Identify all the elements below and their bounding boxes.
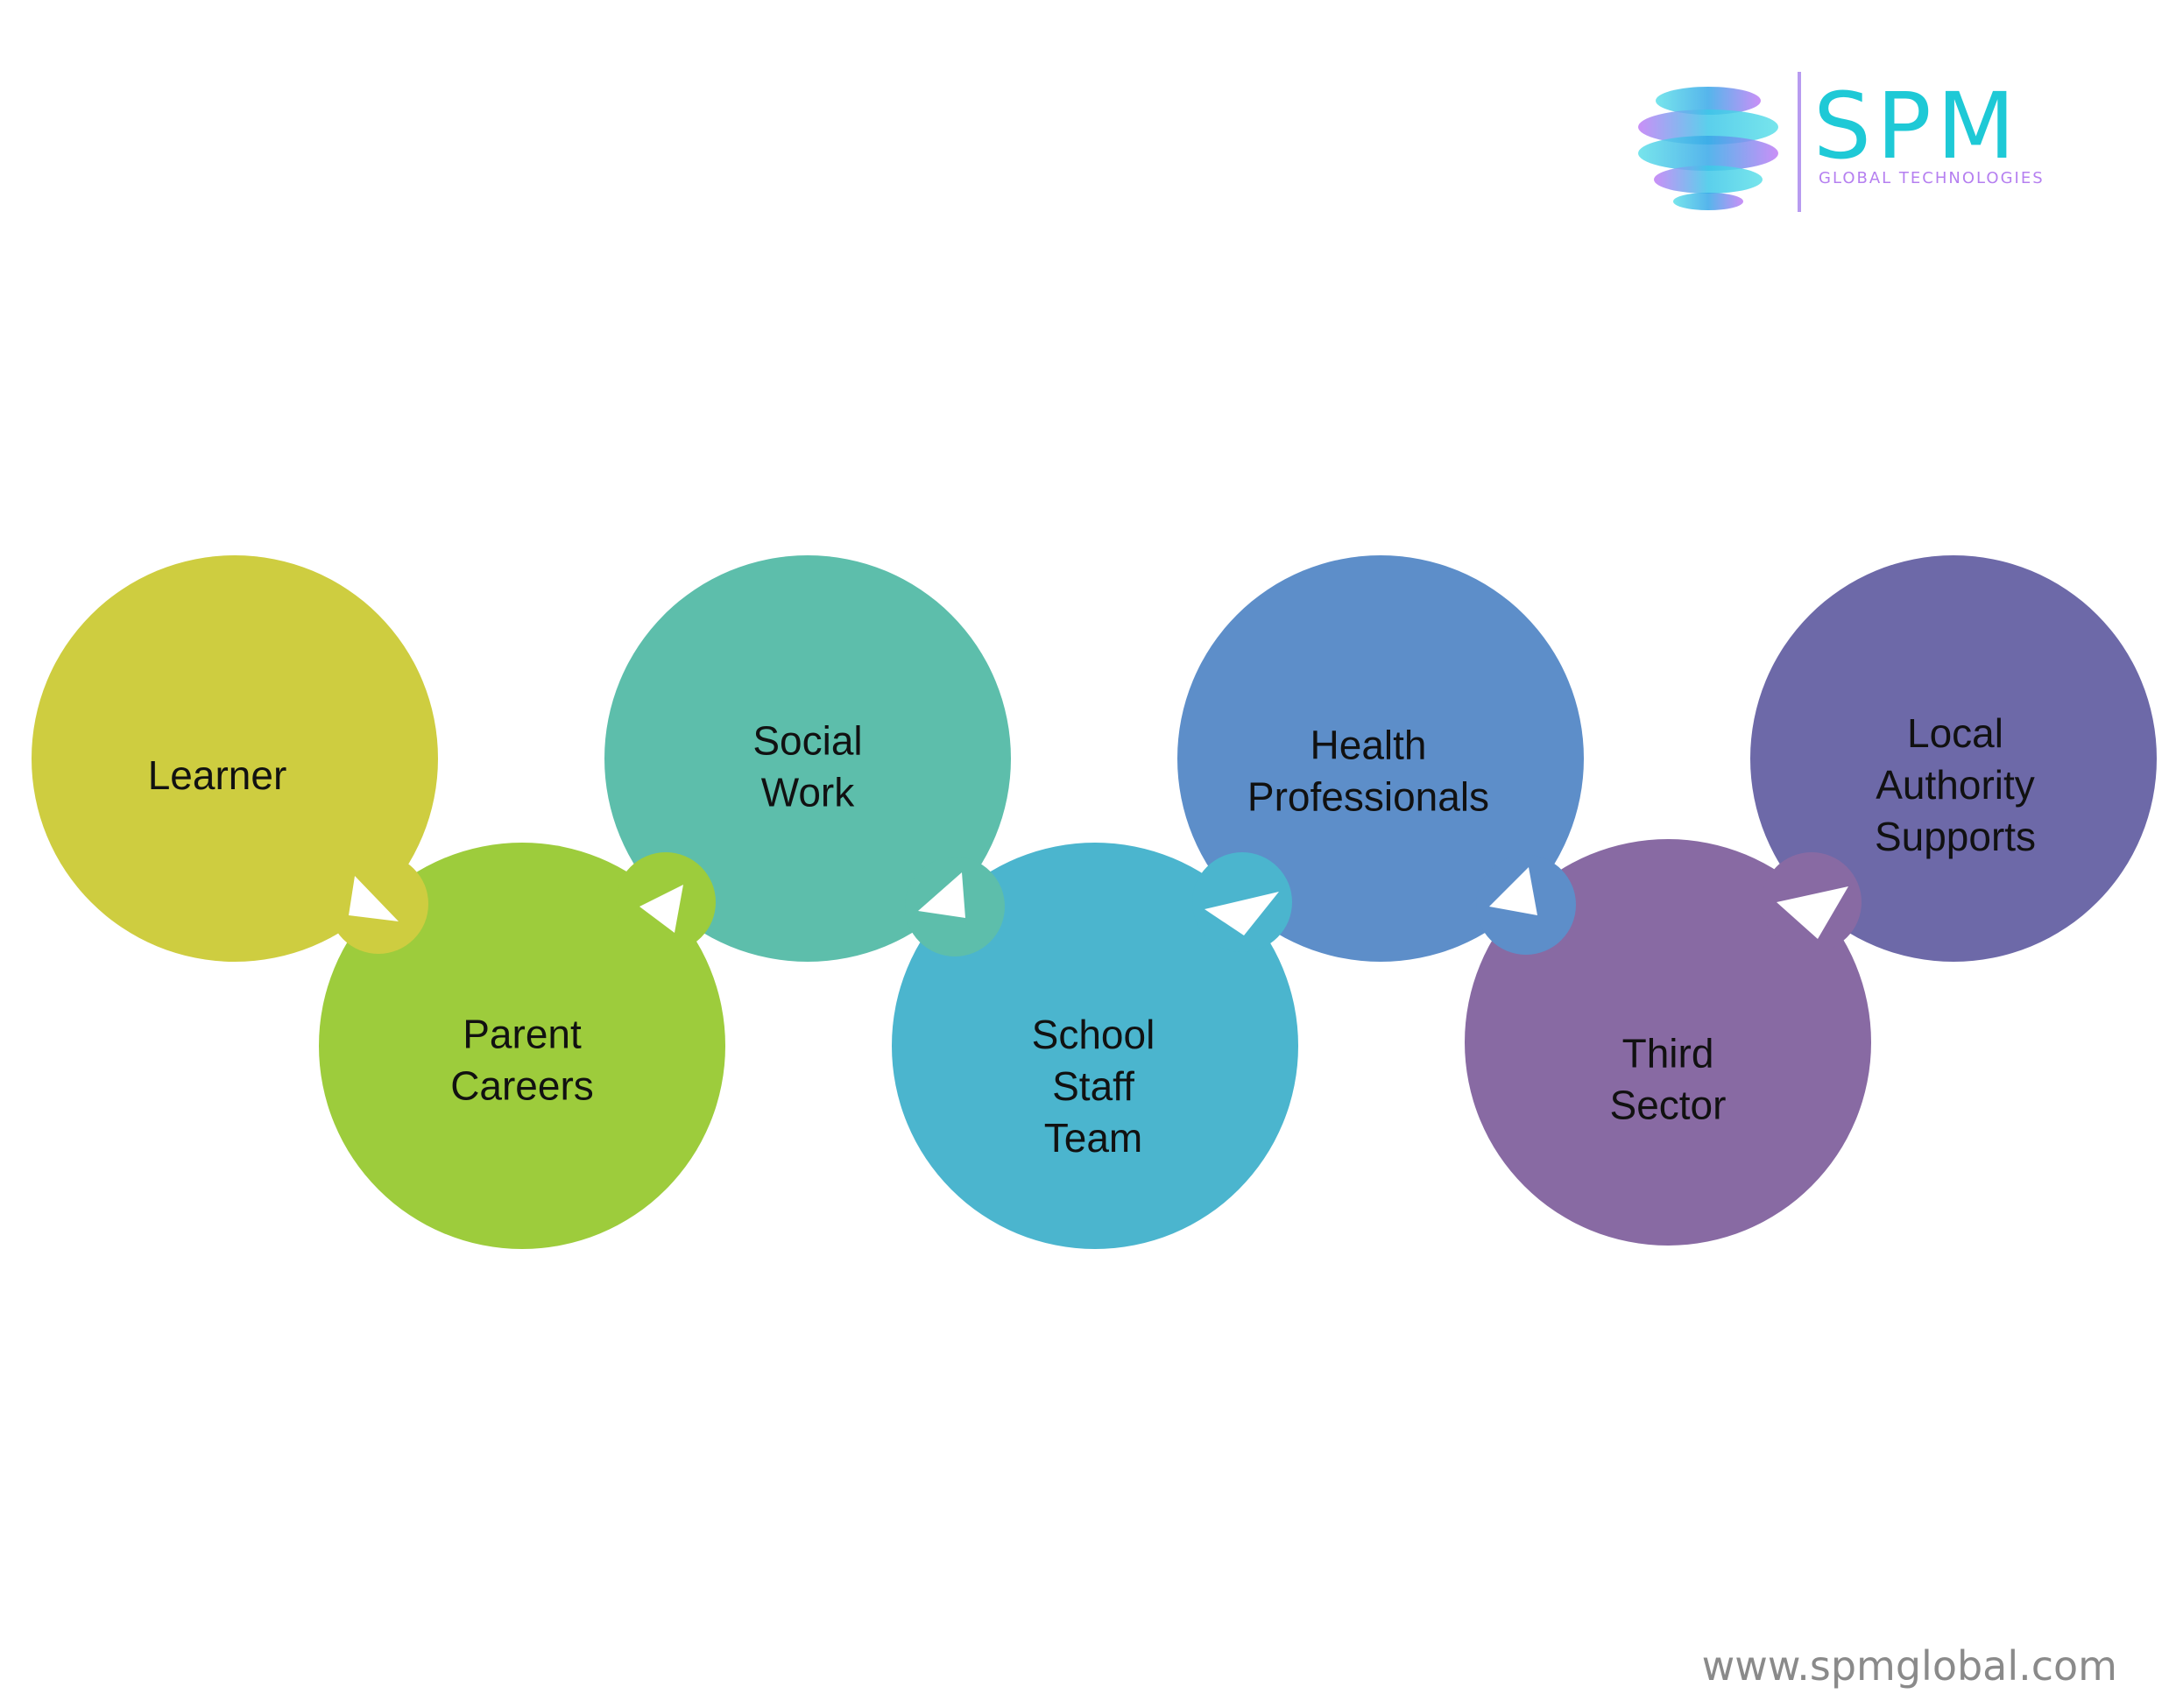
step-circle-7 — [1750, 555, 2157, 962]
connector-2 — [616, 852, 716, 952]
step-circle-2 — [319, 843, 725, 1249]
step-label-line: Professionals — [1247, 774, 1489, 820]
connector-1 — [329, 854, 428, 954]
step-label-line: Authority — [1876, 762, 2035, 808]
arrow-icon — [349, 876, 399, 921]
step-label-line: School — [1032, 1012, 1155, 1057]
footer-url[interactable]: www.spmglobal.com — [1701, 1642, 2117, 1690]
step-circle-1 — [32, 555, 438, 962]
step-label-line: Staff — [1052, 1063, 1134, 1109]
step-label-line: Careers — [450, 1063, 594, 1109]
arrow-icon — [1205, 892, 1279, 935]
arrow-icon — [918, 872, 965, 918]
step-circle-4 — [892, 843, 1298, 1249]
step-label-line: Team — [1044, 1115, 1142, 1161]
spm-logo: SPM GLOBAL TECHNOLOGIES — [1629, 66, 2085, 223]
arrow-icon — [1489, 867, 1537, 915]
step-label-line: Local — [1907, 710, 2003, 756]
connector-4 — [1192, 852, 1292, 952]
globe-logo-icon — [1638, 87, 1778, 210]
step-circle-3 — [604, 555, 1011, 962]
step-label-line: Supports — [1875, 814, 2036, 859]
step-label-line: Third — [1622, 1031, 1714, 1076]
step-label-line: Sector — [1610, 1083, 1727, 1128]
arrow-icon — [639, 885, 683, 933]
step-label-line: Work — [761, 770, 855, 815]
logo-subtitle: GLOBAL TECHNOLOGIES — [1819, 169, 2045, 187]
connector-6 — [1762, 852, 1862, 952]
step-label-line: Learner — [148, 752, 287, 798]
connector-5 — [1476, 855, 1576, 955]
connector-3 — [905, 857, 1005, 956]
step-label-line: Parent — [463, 1012, 582, 1057]
logo-divider — [1798, 72, 1801, 212]
arrow-icon — [1777, 886, 1848, 939]
step-label-line: Social — [752, 718, 862, 764]
step-circle-6 — [1465, 839, 1871, 1246]
logo-title: SPM — [1813, 73, 2021, 180]
step-circle-5 — [1177, 555, 1584, 962]
step-label-line: Health — [1311, 723, 1427, 768]
step-label-1: Learner — [148, 752, 287, 798]
